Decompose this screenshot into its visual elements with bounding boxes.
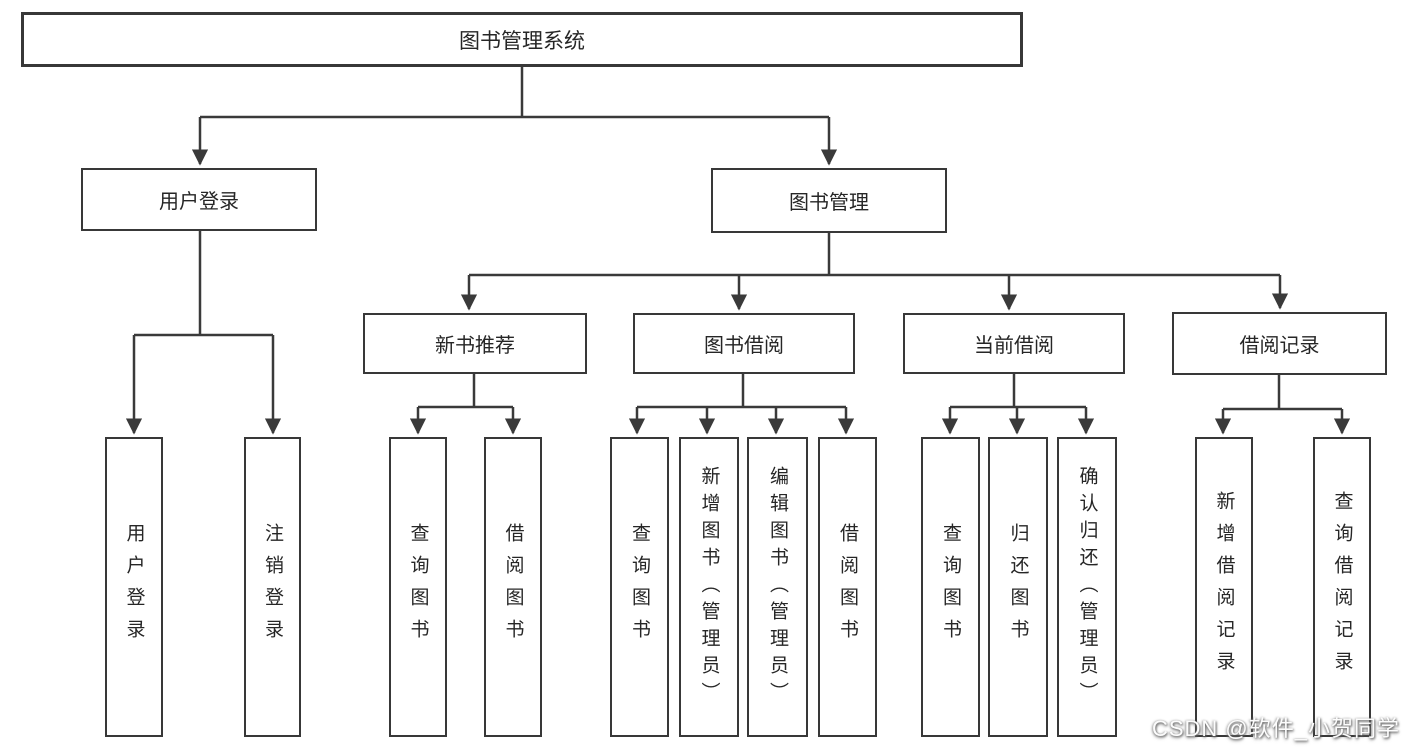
leaf-label: 查询借阅记录	[1331, 491, 1353, 683]
node-label: 图书管理系统	[459, 29, 585, 53]
leaf-label: 新增图书（管理员）	[698, 465, 720, 709]
leaf-label: 查询图书	[629, 523, 650, 651]
node-label: 借阅记录	[1239, 335, 1320, 357]
node-current-borrowing: 当前借阅	[903, 313, 1125, 374]
leaf-edit-books-admin: 编辑图书（管理员）	[747, 437, 808, 737]
node-book-borrowing: 图书借阅	[633, 313, 855, 374]
leaf-label: 借阅图书	[502, 523, 524, 651]
leaf-label: 归还图书	[1007, 523, 1029, 651]
csdn-watermark: CSDN @软件_小贺同学	[1151, 716, 1400, 741]
leaf-label: 新增借阅记录	[1213, 491, 1235, 683]
leaf-query-borrow-record: 查询借阅记录	[1313, 437, 1371, 737]
leaf-confirm-return-admin: 确认归还（管理员）	[1057, 437, 1117, 737]
leaf-logout: 注销登录	[244, 437, 301, 737]
node-borrowing-records: 借阅记录	[1172, 312, 1387, 375]
leaf-add-borrow-record: 新增借阅记录	[1195, 437, 1253, 737]
node-label: 当前借阅	[974, 335, 1054, 357]
leaf-label: 注销登录	[262, 523, 283, 651]
leaf-borrow-books: 借阅图书	[484, 437, 542, 737]
node-label: 图书借阅	[704, 335, 784, 357]
leaf-user-login: 用户登录	[105, 437, 163, 737]
leaf-label: 用户登录	[123, 523, 145, 651]
leaf-label: 借阅图书	[837, 523, 858, 651]
node-label: 图书管理	[789, 192, 869, 214]
leaf-query-books: 查询图书	[389, 437, 447, 737]
leaf-label: 查询图书	[940, 523, 961, 651]
leaf-query-books-2: 查询图书	[610, 437, 669, 737]
node-label: 新书推荐	[435, 335, 515, 357]
node-book-management: 图书管理	[711, 168, 947, 233]
node-user-login: 用户登录	[81, 168, 317, 231]
node-root-system: 图书管理系统	[21, 12, 1023, 67]
leaf-return-books: 归还图书	[988, 437, 1048, 737]
node-new-book-recommend: 新书推荐	[363, 313, 587, 374]
leaf-label: 查询图书	[407, 523, 429, 651]
leaf-add-books-admin: 新增图书（管理员）	[679, 437, 739, 737]
leaf-query-books-3: 查询图书	[921, 437, 980, 737]
leaf-borrow-books-2: 借阅图书	[818, 437, 877, 737]
leaf-label: 确认归还（管理员）	[1076, 465, 1098, 709]
leaf-label: 编辑图书（管理员）	[767, 465, 788, 709]
node-label: 用户登录	[159, 191, 239, 213]
